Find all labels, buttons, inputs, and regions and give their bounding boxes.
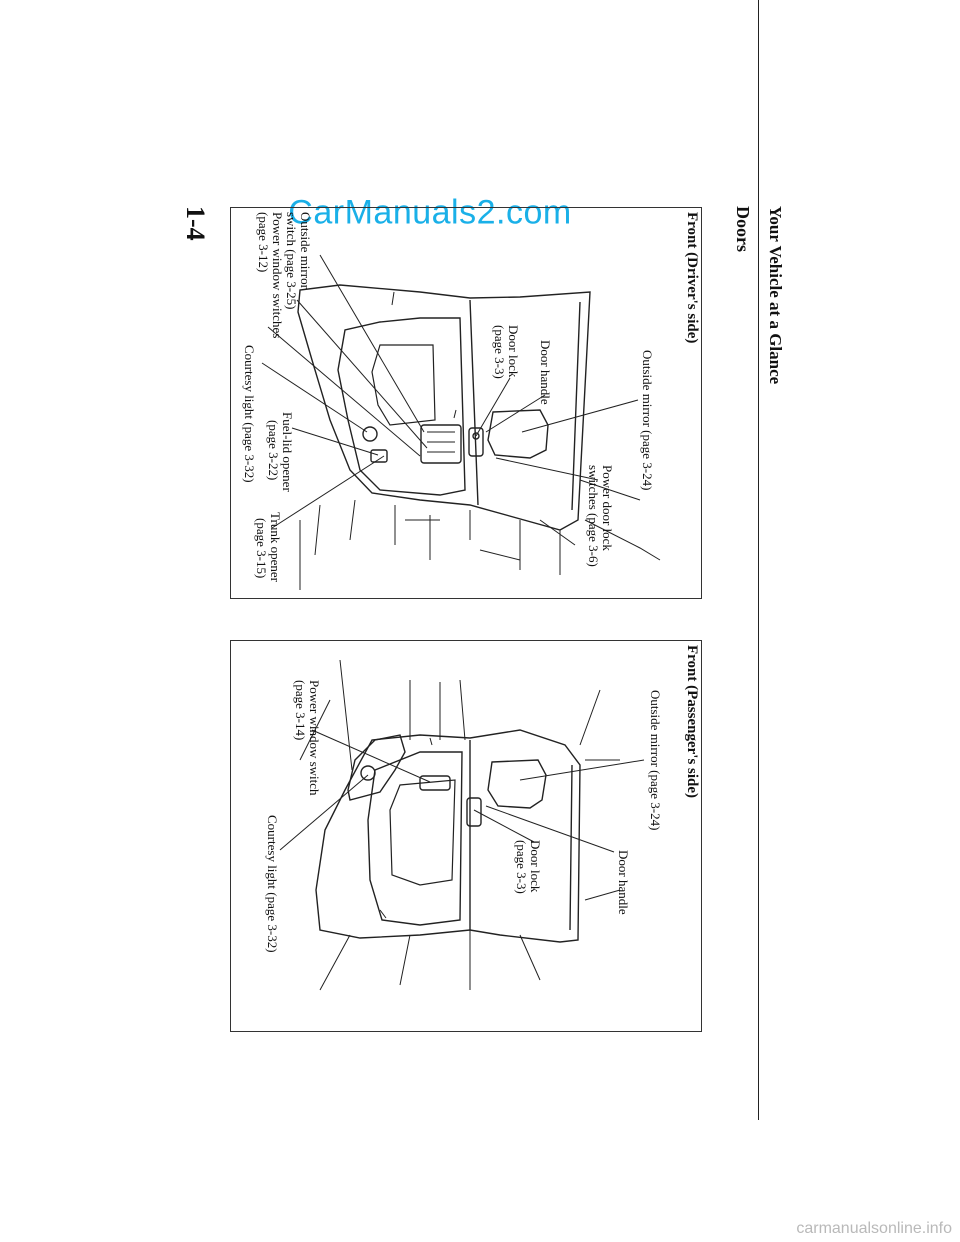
fuel-lid-opener-icon — [370, 449, 388, 463]
driver-mirror-switch-label: Outside mirror — [298, 212, 313, 289]
driver-fuel-lid-label-2: (page 3-22) — [266, 420, 281, 481]
driver-power-window-label: Power window switches — [270, 212, 285, 339]
driver-power-door-lock-label-2: switches (page 3-6) — [586, 465, 601, 567]
footer-watermark: carmanualsonline.info — [796, 1220, 952, 1237]
passenger-outside-mirror-label: Outside mirror (page 3-24) — [648, 690, 663, 831]
driver-door-illustration — [297, 284, 661, 590]
driver-door-handle-label: Door handle — [538, 340, 553, 405]
passenger-power-window-label: Power window switch — [307, 680, 322, 796]
header-rule — [758, 0, 759, 1120]
passenger-door-lock-icon — [466, 797, 482, 827]
watermark-logo: CarManuals2.com — [288, 193, 572, 232]
driver-courtesy-light-label: Courtesy light (page 3-32) — [242, 345, 257, 483]
passenger-courtesy-light-label: Courtesy light (page 3-32) — [265, 815, 280, 953]
passenger-door-lock-label-2: (page 3-3) — [514, 840, 529, 894]
driver-mirror-switch-label-2: switch (page 3-25) — [284, 212, 299, 310]
passenger-door-lock-label: Door lock — [528, 840, 543, 893]
driver-power-door-lock-label: Power door lock — [600, 465, 615, 551]
driver-power-window-label-2: (page 3-12) — [256, 212, 271, 273]
driver-fuel-lid-label: Fuel-lid opener — [280, 412, 295, 492]
passenger-outside-mirror-icon — [487, 759, 547, 809]
driver-trunk-opener-label-2: (page 3-15) — [254, 518, 269, 579]
passenger-door-illustration — [299, 659, 621, 991]
door-lock-icon — [468, 427, 484, 457]
driver-side-panel — [230, 207, 702, 599]
courtesy-light-icon — [362, 426, 378, 442]
passenger-power-window-label-2: (page 3-14) — [293, 680, 308, 741]
passenger-door-handle-label: Door handle — [616, 850, 631, 915]
driver-trunk-opener-label: Trunk opener — [268, 512, 283, 582]
passenger-side-panel — [230, 640, 702, 1032]
outside-mirror-icon — [487, 409, 549, 459]
driver-panel-title: Front (Driver's side) — [684, 212, 700, 344]
driver-door-lock-label: Door lock — [506, 325, 521, 378]
passenger-panel-title: Front (Passenger's side) — [684, 645, 700, 799]
power-window-switches-icon — [420, 424, 462, 464]
power-window-switch-icon — [419, 775, 451, 791]
driver-outside-mirror-label: Outside mirror (page 3-24) — [640, 350, 655, 491]
driver-door-lock-label-2: (page 3-3) — [492, 325, 507, 379]
passenger-courtesy-light-icon — [360, 765, 376, 781]
